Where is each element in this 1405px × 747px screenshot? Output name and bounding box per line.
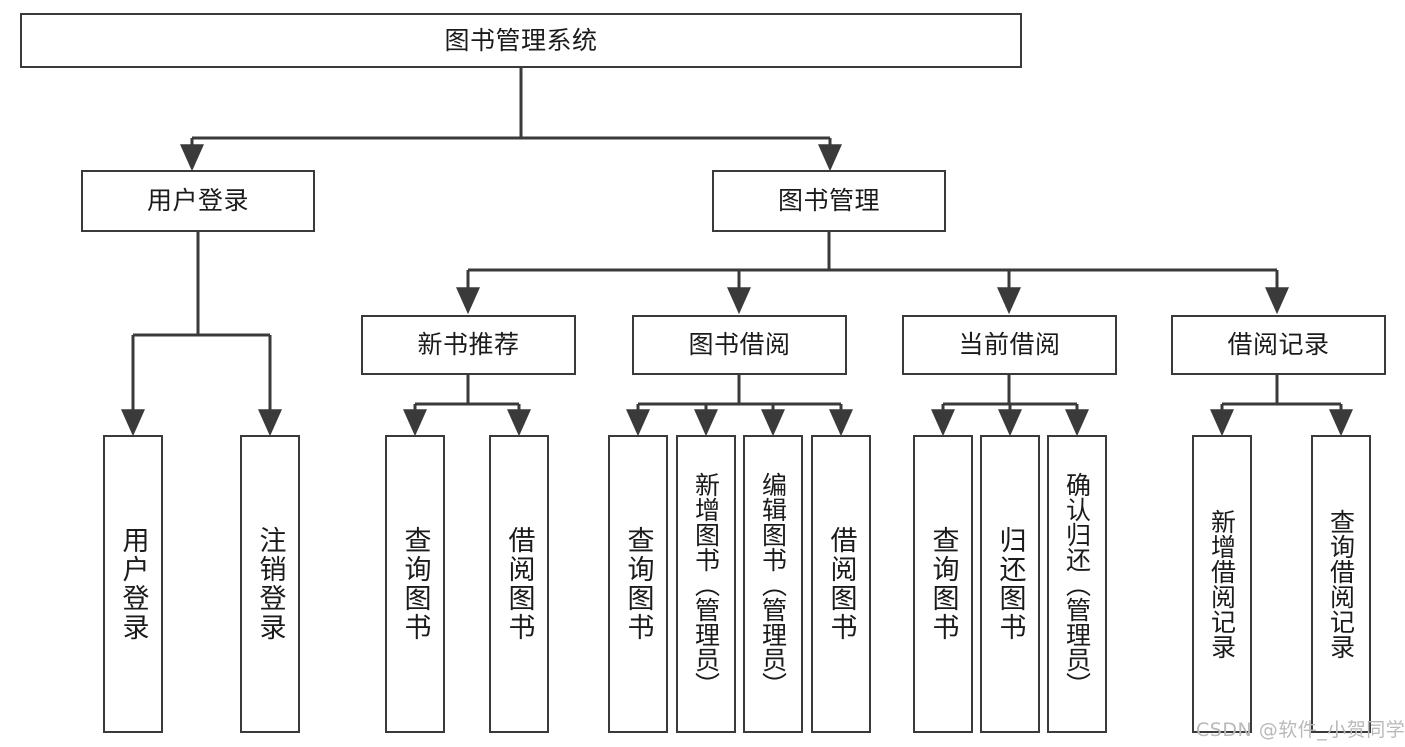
node-leaf-query-book-1-label: 查询图书 <box>399 526 431 642</box>
node-leaf-return-book[interactable]: 归还图书 <box>980 435 1040 733</box>
node-leaf-user-logout[interactable]: 注销登录 <box>240 435 300 733</box>
node-leaf-user-logout-label: 注销登录 <box>254 526 286 642</box>
node-leaf-add-record[interactable]: 新增借阅记录 <box>1192 435 1252 733</box>
node-borrow-record[interactable]: 借阅记录 <box>1171 315 1386 375</box>
node-leaf-return-book-label: 归还图书 <box>994 526 1026 642</box>
node-leaf-confirm-return[interactable]: 确认归还（管理员） <box>1047 435 1107 733</box>
node-leaf-user-login[interactable]: 用户登录 <box>103 435 163 733</box>
node-book-manage[interactable]: 图书管理 <box>712 170 946 232</box>
csdn-watermark: CSDN @软件_小贺同学 <box>1196 719 1405 741</box>
node-user-login-label: 用户登录 <box>146 186 249 216</box>
node-leaf-add-book[interactable]: 新增图书（管理员） <box>676 435 736 733</box>
node-leaf-add-record-label: 新增借阅记录 <box>1207 509 1237 659</box>
node-leaf-query-record-label: 查询借阅记录 <box>1326 509 1356 659</box>
node-book-borrow[interactable]: 图书借阅 <box>632 315 847 375</box>
node-leaf-query-book-2-label: 查询图书 <box>622 526 654 642</box>
node-leaf-edit-book-label: 编辑图书（管理员） <box>758 471 788 697</box>
node-book-borrow-label: 图书借阅 <box>688 330 791 360</box>
node-new-book-rec[interactable]: 新书推荐 <box>361 315 576 375</box>
node-leaf-confirm-return-label: 确认归还（管理员） <box>1062 471 1092 697</box>
node-user-login[interactable]: 用户登录 <box>81 170 315 232</box>
node-leaf-user-login-label: 用户登录 <box>117 526 149 642</box>
node-leaf-add-book-label: 新增图书（管理员） <box>691 471 721 697</box>
node-leaf-query-book-3[interactable]: 查询图书 <box>913 435 973 733</box>
node-leaf-borrow-book-1[interactable]: 借阅图书 <box>489 435 549 733</box>
node-borrow-record-label: 借阅记录 <box>1227 330 1330 360</box>
node-leaf-query-book-2[interactable]: 查询图书 <box>608 435 668 733</box>
node-leaf-query-book-3-label: 查询图书 <box>927 526 959 642</box>
node-leaf-borrow-book-1-label: 借阅图书 <box>503 526 535 642</box>
node-leaf-edit-book[interactable]: 编辑图书（管理员） <box>743 435 803 733</box>
node-leaf-query-record[interactable]: 查询借阅记录 <box>1311 435 1371 733</box>
node-current-borrow[interactable]: 当前借阅 <box>902 315 1117 375</box>
node-book-manage-label: 图书管理 <box>777 186 880 216</box>
node-leaf-borrow-book-2-label: 借阅图书 <box>825 526 857 642</box>
node-leaf-borrow-book-2[interactable]: 借阅图书 <box>811 435 871 733</box>
node-root-label: 图书管理系统 <box>444 25 598 55</box>
node-new-book-rec-label: 新书推荐 <box>417 330 520 360</box>
node-current-borrow-label: 当前借阅 <box>958 330 1061 360</box>
node-leaf-query-book-1[interactable]: 查询图书 <box>385 435 445 733</box>
node-root[interactable]: 图书管理系统 <box>20 13 1022 68</box>
